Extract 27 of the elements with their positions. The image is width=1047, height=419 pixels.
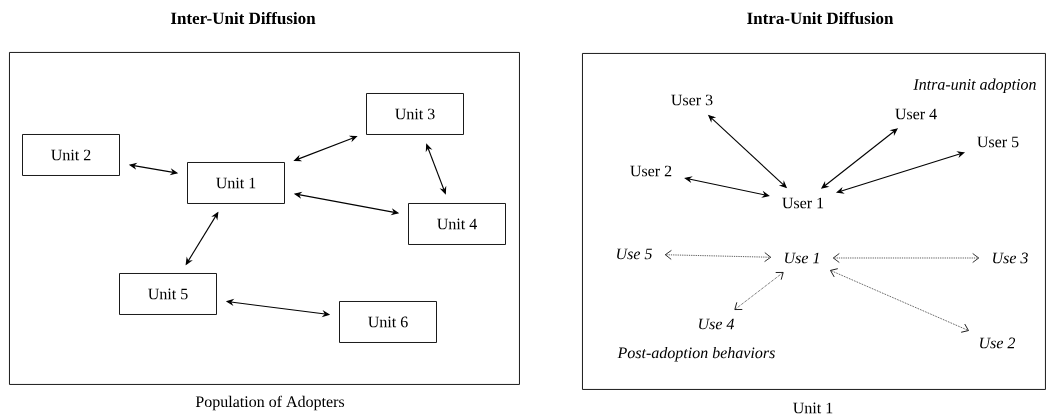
- use-label: Use 2: [980, 337, 1016, 349]
- use-label: Use 5: [617, 248, 652, 260]
- arrow: [830, 268, 969, 333]
- panel-title: Intra-Unit Diffusion: [747, 11, 894, 25]
- unit-box: Unit 4: [408, 203, 506, 245]
- panel-caption: Unit 1: [793, 402, 833, 414]
- arrow: [684, 176, 770, 198]
- unit-box: Unit 1: [187, 162, 285, 204]
- region-label: Intra-unit adoption: [913, 78, 1036, 94]
- unit-box: Unit 2: [22, 134, 120, 176]
- arrow: [832, 253, 980, 263]
- arrow: [664, 250, 772, 262]
- user-label: User 2: [630, 165, 672, 177]
- arrow: [734, 272, 784, 310]
- region-label: Post-adoption behaviors: [617, 346, 775, 362]
- user-label: User 3: [671, 94, 713, 106]
- user-label: User 5: [977, 136, 1019, 148]
- user-label: User 1: [782, 197, 824, 209]
- use-label: Use 4: [699, 318, 735, 330]
- use-label: Use 1: [785, 252, 819, 264]
- unit-box: Unit 5: [119, 273, 217, 315]
- panel-title: Inter-Unit Diffusion: [170, 11, 316, 25]
- unit-box: Unit 3: [366, 93, 464, 135]
- unit-box: Unit 6: [339, 301, 437, 343]
- user-label: User 4: [895, 108, 937, 120]
- use-label: Use 3: [993, 252, 1028, 264]
- panel-caption: Population of Adopters: [195, 395, 345, 411]
